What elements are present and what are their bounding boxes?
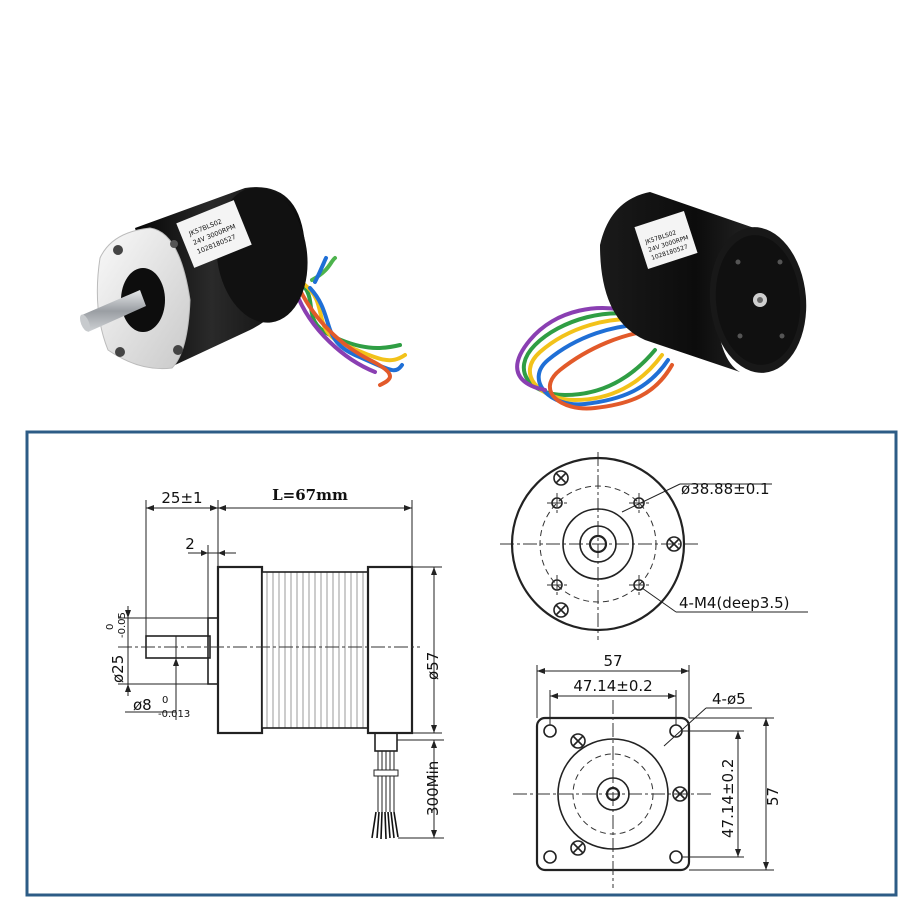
lead-bundle bbox=[373, 751, 399, 812]
motor-label-front: JK57BLS02 24V 3000RPM 1028180527 bbox=[176, 200, 252, 268]
dim-hole-spacing-v: 47.14±0.2 bbox=[682, 730, 744, 858]
rear-outer-circle bbox=[510, 456, 686, 632]
dim-lead-length: 300Min bbox=[397, 739, 444, 839]
dim-shaft-diameter: ø8 0 -0.013 bbox=[125, 636, 190, 720]
dim-shaft-length: 25±1 bbox=[145, 489, 219, 636]
m4-holes bbox=[547, 493, 649, 595]
dim-bolt-circle: ø38.88±0.1 bbox=[621, 480, 772, 513]
lead-wires-front bbox=[294, 256, 407, 387]
overall-width-label: 57 bbox=[603, 652, 622, 670]
bolt-circle-label: ø38.88±0.1 bbox=[681, 480, 770, 498]
motor-photo-rear: JK57BLS02 24V 3000RPM 1028180527 bbox=[515, 192, 807, 411]
drawing-frame bbox=[25, 430, 898, 897]
shaft-tol-lower: -0.013 bbox=[158, 709, 190, 720]
shaft-length-label: 25±1 bbox=[161, 489, 202, 507]
motor-shaft bbox=[82, 290, 146, 332]
dim-overall-width: 57 bbox=[536, 652, 690, 718]
hole-spacing-h-label: 47.14±0.2 bbox=[573, 677, 652, 695]
dim-overall-height: 57 bbox=[689, 717, 782, 871]
dim-body-diameter: ø57 bbox=[412, 566, 442, 734]
side-view-drawing: 25±1 L=67mm 2 ø25 0 -0.05 bbox=[105, 486, 444, 840]
boss-tol-upper: 0 bbox=[105, 624, 116, 630]
mount-holes-label: 4-M4(deep3.5) bbox=[679, 594, 790, 612]
dim-body-length: L=67mm bbox=[218, 486, 413, 567]
dim-mount-holes: 4-M4(deep3.5) bbox=[641, 587, 808, 613]
motor-photo-front: JK57BLS02 24V 3000RPM 1028180527 bbox=[79, 187, 407, 387]
shaft-tol-upper: 0 bbox=[162, 695, 168, 706]
dim-boss-diameter: ø25 0 -0.05 bbox=[105, 606, 208, 696]
boss-tol-lower: -0.05 bbox=[117, 612, 128, 638]
boss-diameter-label: ø25 bbox=[109, 655, 127, 683]
dim-boss-height: 2 bbox=[185, 535, 236, 618]
hole-dia-label: 4-ø5 bbox=[712, 690, 746, 708]
body-diameter-label: ø57 bbox=[424, 652, 442, 680]
lead-length-label: 300Min bbox=[424, 761, 442, 816]
finned-body bbox=[261, 571, 369, 729]
rear-screws bbox=[553, 470, 682, 618]
body-length-label: L=67mm bbox=[272, 486, 348, 504]
bolt-circle bbox=[539, 485, 657, 603]
lead-brush bbox=[371, 811, 399, 840]
motor-label-rear: JK57BLS02 24V 3000RPM 1028180527 bbox=[634, 211, 698, 269]
boss-height-label: 2 bbox=[185, 535, 195, 553]
overall-height-label: 57 bbox=[764, 787, 782, 806]
shaft-diameter-label: ø8 bbox=[133, 696, 152, 714]
dim-hole-spacing-h: 47.14±0.2 bbox=[549, 677, 677, 725]
hole-spacing-v-label: 47.14±0.2 bbox=[719, 759, 737, 838]
front-screws bbox=[570, 733, 688, 856]
rear-view-drawing: ø38.88±0.1 4-M4(deep3.5) bbox=[500, 452, 808, 640]
dim-hole-dia: 4-ø5 bbox=[663, 690, 752, 747]
front-view-drawing: 57 47.14±0.2 4-ø5 47.14±0.2 bbox=[513, 652, 782, 888]
